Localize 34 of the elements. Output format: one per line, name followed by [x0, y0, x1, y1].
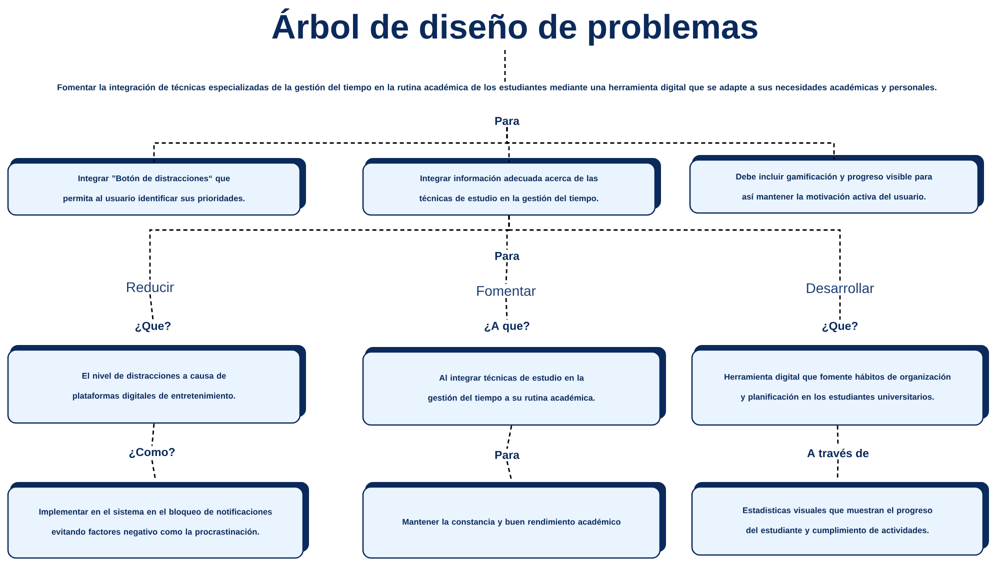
process-box: Al integrar técnicas de estudio en la gestión del tiempo a su rutina académica. [362, 347, 666, 426]
action-verb: Reducir [127, 282, 174, 292]
title: Árbol de diseño de problemas [272, 8, 758, 46]
goal-text: Fomentar la integración de técnicas especializadas de la gestión del tiempo en la rutina académica de los estudiantes mediante una herramienta digital que se adapte a sus necesidades académicas y personales. [58, 84, 936, 92]
process-box: Integrar ”Botón de distracciones“ que permita al usuario identificar sus prioridades. [7, 158, 306, 216]
process-box: Estadisticas visuales que muestran el progreso del estudiante y cumplimiento de actividades. [691, 482, 989, 556]
dashed-connector [149, 294, 154, 320]
action-verb: Desarrollar [806, 282, 874, 294]
process-box: Debe incluir gamificación y progreso visible para así mantener la motivación activa del usuario. [689, 155, 984, 214]
connector-label: Para [495, 252, 520, 260]
dashed-connector [504, 50, 506, 82]
dashed-connector [508, 216, 841, 281]
action-verb: Fomentar [477, 286, 536, 296]
connector-label: ¿A que? [484, 322, 530, 332]
dashed-connector [506, 461, 512, 480]
process-box: Integrar información adecuada acerca de las técnicas de estudio en la gestión del tiempo. [362, 158, 661, 216]
process-box: El nivel de distracciones a causa de plataformas digitales de entretenimiento. [7, 345, 306, 424]
dashed-connector [505, 262, 508, 284]
dashed-connector [839, 295, 841, 320]
connector-label: ¿Como? [129, 448, 175, 458]
dashed-connector [505, 298, 508, 320]
process-box: Herramienta digital que fomente hábitos de organización y planificación en los estudiantes universitarios. [691, 345, 989, 426]
connector-label: ¿Que? [822, 322, 858, 332]
connector-label: A través de [807, 448, 869, 458]
connector-label: Para [495, 451, 520, 459]
dashed-connector [836, 459, 839, 480]
process-box: Mantener la constancia y buen rendimiento académico [362, 482, 666, 559]
dashed-connector [506, 127, 835, 160]
connector-label: Para [495, 117, 520, 125]
dashed-connector [506, 426, 512, 449]
dashed-connector [151, 424, 155, 446]
connector-label: ¿Que? [135, 322, 171, 332]
dashed-connector [151, 460, 156, 480]
process-box: Implementar en el sistema en el bloqueo de notificaciones evitando factores negativo como la procrastinación. [7, 482, 309, 559]
